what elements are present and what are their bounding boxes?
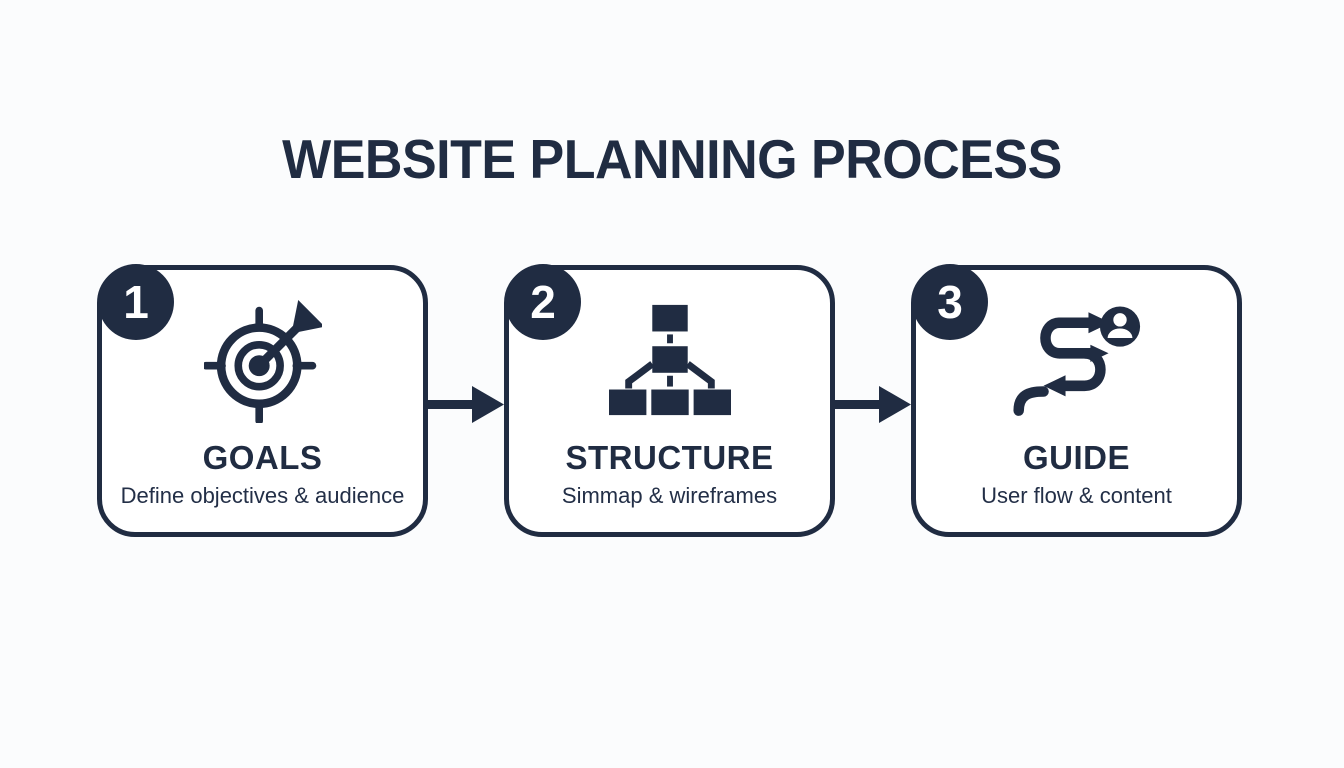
step-subtitle: Define objectives & audience <box>120 483 405 509</box>
target-icon-svg <box>203 300 322 423</box>
step-card-goals: 1 GOALS Define <box>97 264 428 537</box>
page-title: WEBSITE PLANNING PROCESS <box>282 129 1062 191</box>
step-card-structure: 2 <box>504 264 835 537</box>
step-number-badge: 1 <box>98 264 174 340</box>
step-number: 1 <box>123 276 149 328</box>
sitemap-icon <box>608 290 731 430</box>
step-title: GUIDE <box>1022 439 1130 476</box>
step-number: 3 <box>937 276 963 328</box>
user-flow-icon-svg <box>1012 306 1140 416</box>
process-flow: 1 GOALS Define <box>97 264 1242 537</box>
step-card-guide: 3 <box>911 264 1242 537</box>
arrow-right-icon <box>835 265 911 537</box>
sitemap-icon-svg <box>608 304 731 416</box>
step-number: 2 <box>530 276 556 328</box>
step-subtitle: Simmap & wireframes <box>561 483 778 509</box>
step-number-badge: 2 <box>505 264 581 340</box>
arrow-right-icon <box>428 265 504 537</box>
user-flow-icon <box>1012 290 1142 430</box>
step-title: GOALS <box>202 439 323 476</box>
step-title: STRUCTURE <box>565 439 774 476</box>
target-icon <box>203 290 322 430</box>
step-number-badge: 3 <box>912 264 988 340</box>
step-subtitle: User flow & content <box>981 483 1172 509</box>
